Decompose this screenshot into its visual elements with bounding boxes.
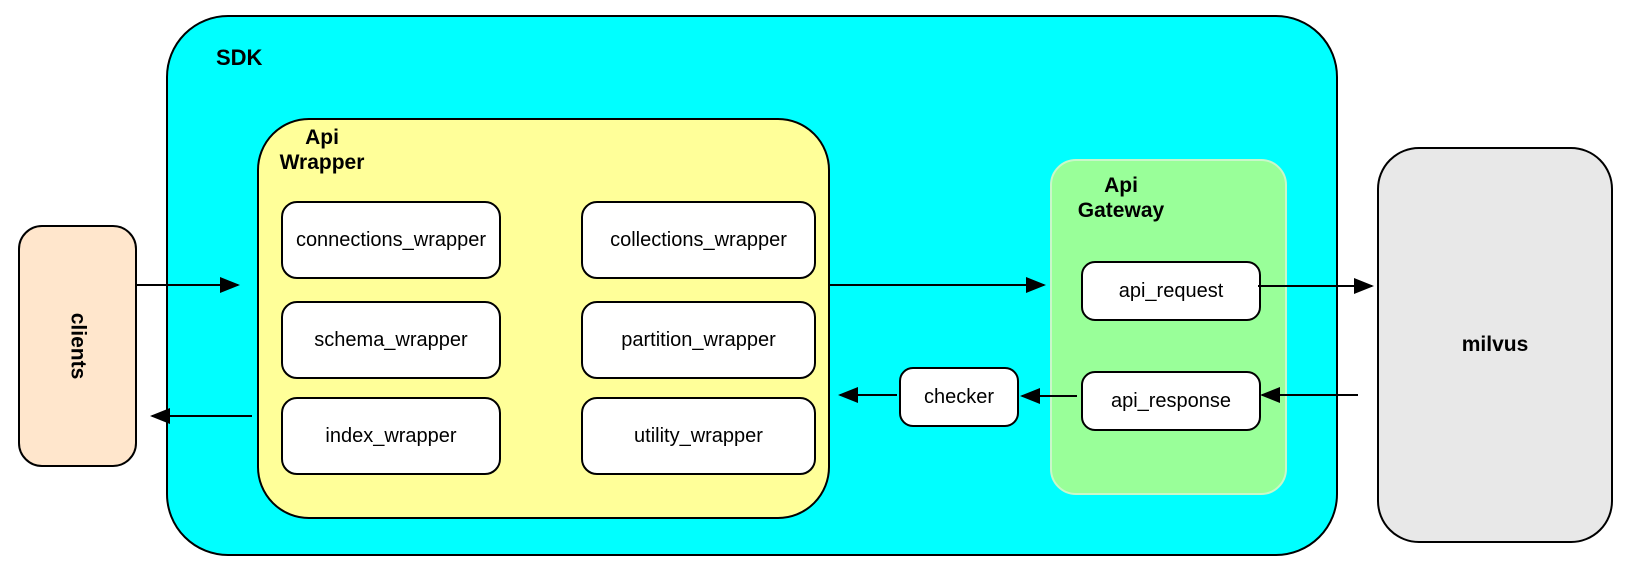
api-wrapper-label: Api Wrapper bbox=[279, 126, 365, 174]
collections-wrapper-label: collections_wrapper bbox=[610, 228, 787, 251]
clients-label: clients bbox=[66, 312, 90, 380]
api-response-label: api_response bbox=[1110, 389, 1232, 412]
checker-node: checker bbox=[899, 367, 1019, 427]
sdk-label: SDK bbox=[216, 45, 263, 70]
partition-wrapper-label: partition_wrapper bbox=[621, 328, 776, 351]
api-request-node: api_request bbox=[1081, 261, 1261, 321]
connections-wrapper-label: connections_wrapper bbox=[295, 228, 487, 251]
index-wrapper-label: index_wrapper bbox=[325, 424, 457, 447]
schema-wrapper-node: schema_wrapper bbox=[281, 301, 501, 379]
sdk-container: SDK Api Wrapper connections_wrapper coll… bbox=[166, 15, 1338, 556]
utility-wrapper-node: utility_wrapper bbox=[581, 397, 816, 475]
clients-node: clients bbox=[18, 225, 137, 467]
partition-wrapper-node: partition_wrapper bbox=[581, 301, 816, 379]
milvus-node: milvus bbox=[1377, 147, 1613, 543]
checker-label: checker bbox=[923, 385, 995, 408]
schema-wrapper-label: schema_wrapper bbox=[314, 328, 468, 351]
api-gateway-label: Api Gateway bbox=[1077, 174, 1165, 222]
api-wrapper-container: Api Wrapper connections_wrapper collecti… bbox=[257, 118, 830, 519]
api-request-label: api_request bbox=[1118, 279, 1224, 302]
utility-wrapper-label: utility_wrapper bbox=[634, 424, 763, 447]
index-wrapper-node: index_wrapper bbox=[281, 397, 501, 475]
milvus-label: milvus bbox=[1461, 333, 1529, 356]
connections-wrapper-node: connections_wrapper bbox=[281, 201, 501, 279]
collections-wrapper-node: collections_wrapper bbox=[581, 201, 816, 279]
api-response-node: api_response bbox=[1081, 371, 1261, 431]
api-gateway-container: Api Gateway api_request api_response bbox=[1050, 159, 1287, 495]
